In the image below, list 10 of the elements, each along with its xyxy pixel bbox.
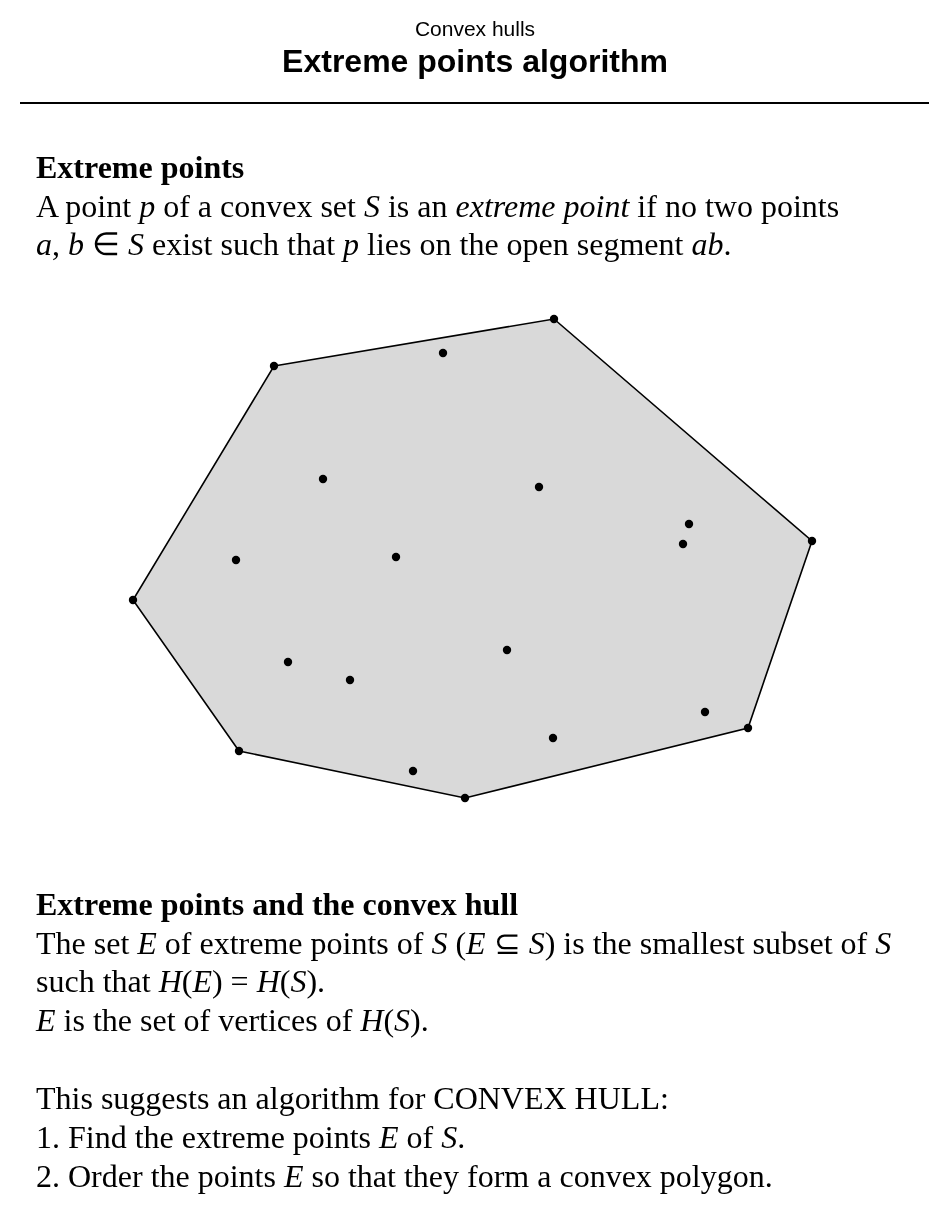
list-item: 2. Order the points E so that they form a convex polygon. (36, 1157, 773, 1195)
list-item: 1. Find the extreme points E of S. (36, 1118, 466, 1156)
topic-label: Convex hulls (414, 17, 536, 41)
definition-text: A point p of a convex set S is an extreme point if no two points a, b ∈ S exist such that p lies on the open segment ab. (36, 187, 841, 263)
body-text: E is the set of vertices of H(S). (36, 1001, 429, 1039)
body-text: This suggests an algorithm for CONVEX HULL: (36, 1079, 669, 1117)
section-heading: Extreme points (36, 148, 245, 186)
body-text: The set E of extreme points of S (E ⊆ S) is the smallest subset of S such that H(E) = H(S). (36, 924, 893, 1000)
slide-title: Extreme points algorithm (282, 43, 668, 79)
section-heading: Extreme points and the convex hull (36, 885, 519, 923)
